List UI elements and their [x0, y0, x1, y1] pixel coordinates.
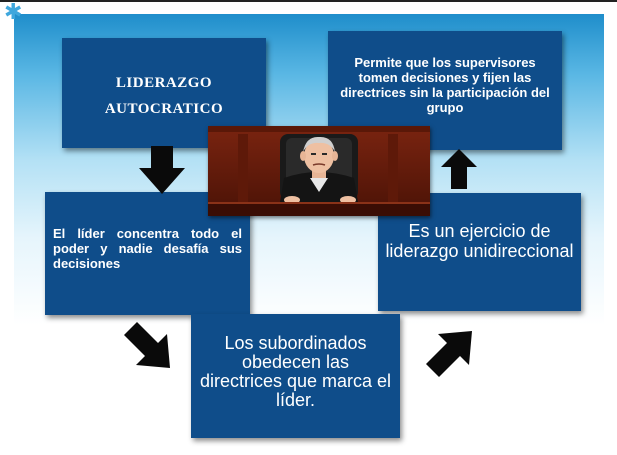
- title-line-1: LIDERAZGO: [115, 75, 213, 91]
- right-text: Es un ejercicio de liderazgo unidireccio…: [385, 221, 574, 261]
- left-text: El líder concentra todo el poder y nadie…: [53, 226, 242, 271]
- top-right-text: Permite que los supervisores tomen decis…: [340, 55, 550, 115]
- star-icon: ✱: [4, 0, 23, 25]
- bottom-text: Los subordinados obedecen las directrice…: [199, 333, 392, 410]
- judge-image: [208, 126, 430, 216]
- arrow-up-icon: [441, 149, 477, 189]
- title-line-2: AUTOCRATICO: [104, 101, 224, 117]
- bottom-box: Los subordinados obedecen las directrice…: [191, 314, 400, 438]
- arrow-down-right-icon: [124, 322, 170, 368]
- top-border-line: [0, 0, 617, 2]
- arrow-up-right-icon: [426, 331, 472, 377]
- arrow-down-icon: [139, 146, 185, 194]
